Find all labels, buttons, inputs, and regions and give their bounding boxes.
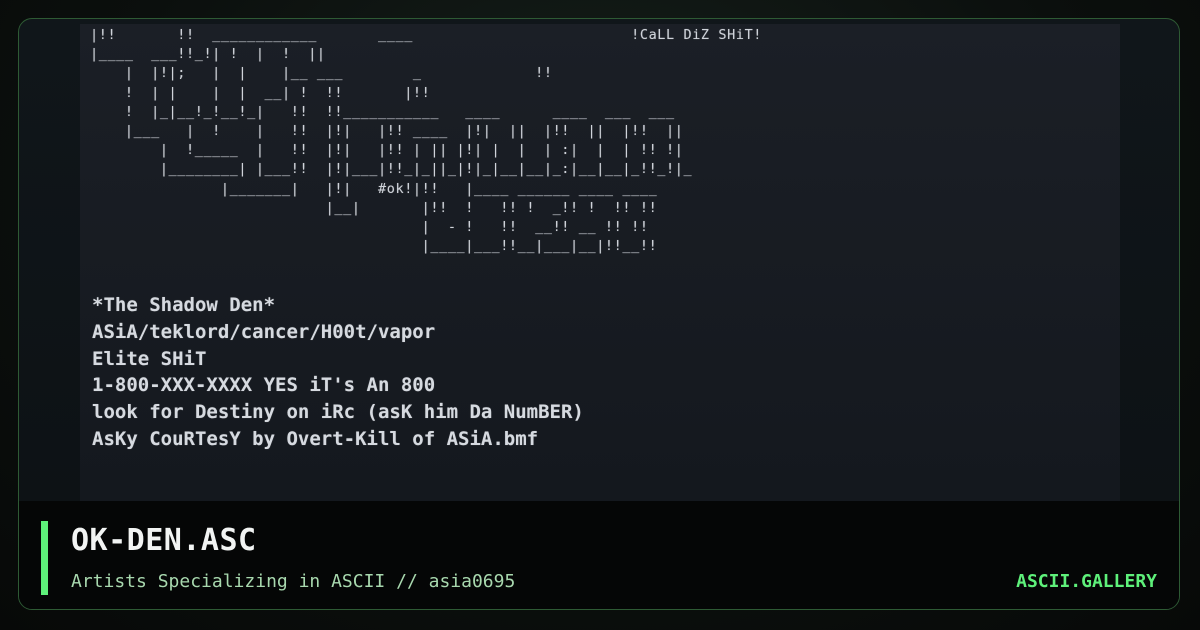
ascii-art-panel: |!! !! ____________ ____ !CaLL DiZ SHiT!…: [80, 24, 1120, 502]
footer: OK-DEN.ASC Artists Specializing in ASCII…: [19, 501, 1179, 609]
accent-bar: [41, 521, 48, 595]
preview-card: |!! !! ____________ ____ !CaLL DiZ SHiT!…: [18, 18, 1180, 610]
file-subtitle: Artists Specializing in ASCII // asia069…: [71, 571, 516, 592]
brand-logo: ASCII.GALLERY: [1016, 571, 1157, 592]
file-title: OK-DEN.ASC: [71, 523, 257, 558]
ascii-logo: |!! !! ____________ ____ !CaLL DiZ SHiT!…: [90, 27, 763, 255]
ascii-info-text: *The Shadow Den* ASiA/teklord/cancer/H00…: [92, 294, 584, 450]
